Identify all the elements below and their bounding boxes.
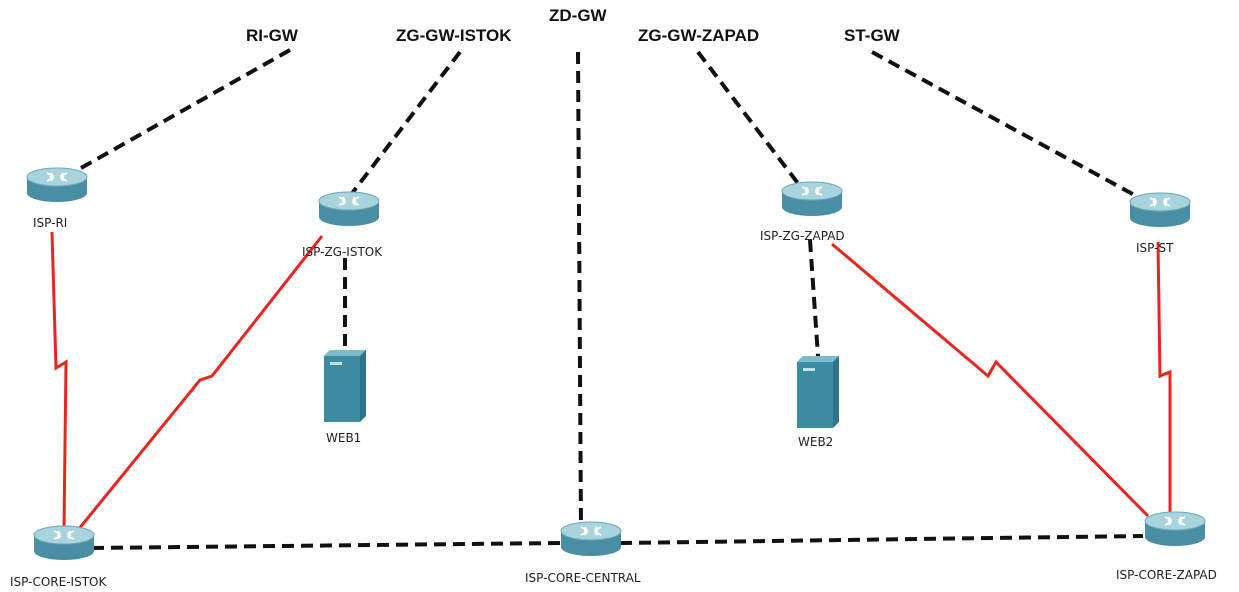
serial-link-isp-st-core-zapad[interactable] [1156,241,1172,520]
router-isp-zg-istok[interactable]: ISP-ZG-ISTOK [302,191,383,259]
gateway-label-zg-gw-istok: ZG-GW-ISTOK [396,26,512,45]
router-icon [33,525,95,561]
router-isp-zg-zapad[interactable]: ISP-ZG-ZAPAD [760,181,845,243]
link-zd-gw-core-central[interactable] [576,51,583,531]
link-st-gw-isp-st[interactable] [871,50,1141,200]
gateway-label-st-gw: ST-GW [844,26,901,45]
serial-link-isp-zg-istok-core-istok[interactable] [76,235,324,531]
device-label-isp-zg-istok: ISP-ZG-ISTOK [302,245,383,259]
router-icon [560,521,622,557]
router-icon [1144,511,1206,547]
server-web2[interactable]: WEB2 [797,356,839,449]
server-icon [797,356,839,428]
device-label-isp-st: ISP-ST [1136,241,1174,255]
serial-link-isp-ri-core-istok[interactable] [50,231,68,529]
server-icon [324,350,366,422]
router-isp-core-central[interactable]: ISP-CORE-CENTRAL [525,521,641,585]
router-icon [26,167,88,203]
link-core-istok-core-central[interactable] [91,541,561,550]
router-isp-core-zapad[interactable]: ISP-CORE-ZAPAD [1116,511,1217,582]
gateway-label-zg-gw-zapad: ZG-GW-ZAPAD [638,26,759,45]
link-zg-gw-zapad-isp-zg-zapad[interactable] [696,50,802,188]
device-label-isp-core-zapad: ISP-CORE-ZAPAD [1116,568,1217,582]
link-isp-zg-zapad-web2[interactable] [808,239,820,357]
link-ri-gw-isp-ri[interactable] [73,48,291,174]
device-label-isp-ri: ISP-RI [33,216,67,230]
device-label-web2: WEB2 [798,435,833,449]
gateway-label-ri-gw: RI-GW [246,26,299,45]
device-label-isp-core-central: ISP-CORE-CENTRAL [525,571,641,585]
router-isp-core-istok[interactable]: ISP-CORE-ISTOK [10,525,107,589]
device-label-isp-core-istok: ISP-CORE-ISTOK [10,575,107,589]
link-core-central-core-zapad[interactable] [619,534,1144,545]
device-label-isp-zg-zapad: ISP-ZG-ZAPAD [760,229,845,243]
serial-link-isp-zg-zapad-core-zapad[interactable] [831,242,1150,518]
link-zg-gw-istok-isp-zg-istok[interactable] [348,50,462,198]
router-isp-st[interactable]: ISP-ST [1129,192,1191,255]
router-icon [1129,192,1191,228]
server-web1[interactable]: WEB1 [324,350,366,445]
router-isp-ri[interactable]: ISP-RI [26,167,88,230]
device-label-web1: WEB1 [326,431,361,445]
router-icon [781,181,843,217]
gateway-label-zd-gw: ZD-GW [549,6,608,25]
router-icon [318,191,380,227]
